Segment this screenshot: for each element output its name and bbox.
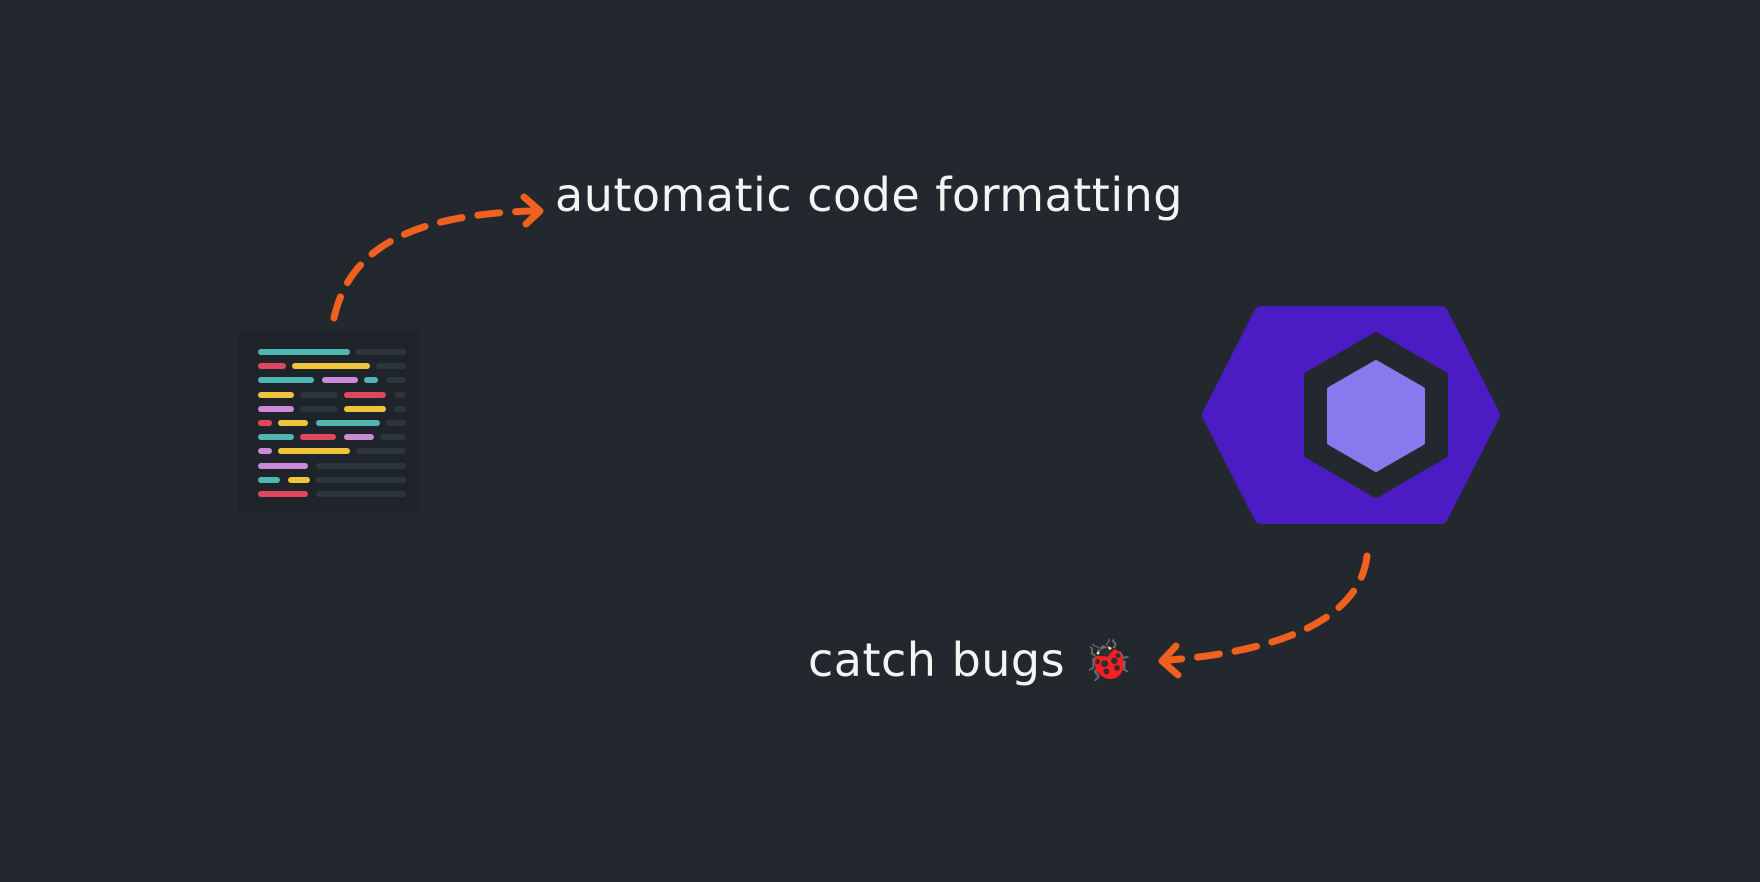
code-line-segment (376, 363, 406, 370)
code-line-segment (258, 420, 272, 426)
code-line-segment (386, 420, 406, 426)
code-line-segment (316, 420, 380, 426)
arrowhead-to-bugs (1158, 642, 1182, 679)
hexagon-logo-icon (1202, 306, 1500, 524)
bugs-label-text: catch bugs (808, 633, 1066, 687)
code-line-segment (322, 377, 358, 384)
code-line-segment (364, 377, 378, 384)
code-line-segment (344, 434, 374, 441)
ladybug-icon: 🐞 (1083, 638, 1134, 684)
code-line-segment (258, 405, 294, 412)
hexagon-inner (1327, 360, 1425, 472)
code-line-segment (394, 405, 406, 412)
code-document-icon (238, 331, 420, 513)
arrow-to-bugs (1166, 552, 1371, 664)
code-line-segment (278, 448, 350, 455)
code-line-segment (300, 434, 336, 441)
code-line-segment (258, 434, 294, 441)
code-line-segment (386, 377, 406, 384)
code-line-segment (316, 491, 406, 497)
formatting-label: automatic code formatting (555, 172, 1183, 218)
arrowhead-to-formatting (520, 193, 544, 228)
code-line-segment (356, 349, 406, 355)
code-line-segment (300, 405, 338, 412)
code-line-segment (258, 377, 314, 384)
formatting-label-text: automatic code formatting (555, 168, 1183, 222)
code-line-segment (258, 462, 308, 469)
code-line-segment (344, 405, 386, 412)
code-line-segment (258, 391, 294, 398)
code-line-segment (258, 448, 272, 455)
code-line-segment (394, 391, 406, 398)
code-line-segment (288, 476, 310, 483)
arrow-to-formatting (330, 207, 536, 322)
code-line-segment (258, 363, 286, 370)
bugs-label: catch bugs🐞 (808, 637, 1133, 683)
code-line-segment (316, 476, 406, 483)
code-line-segment (278, 420, 308, 426)
code-line-segment (316, 462, 406, 469)
code-line-segment (292, 363, 370, 370)
code-line-segment (258, 349, 350, 355)
code-line-segment (300, 391, 338, 398)
code-line-segment (380, 434, 406, 441)
code-line-segment (258, 476, 280, 483)
code-line-segment (356, 448, 406, 455)
code-line-segment (344, 391, 386, 398)
code-line-segment (258, 491, 308, 497)
